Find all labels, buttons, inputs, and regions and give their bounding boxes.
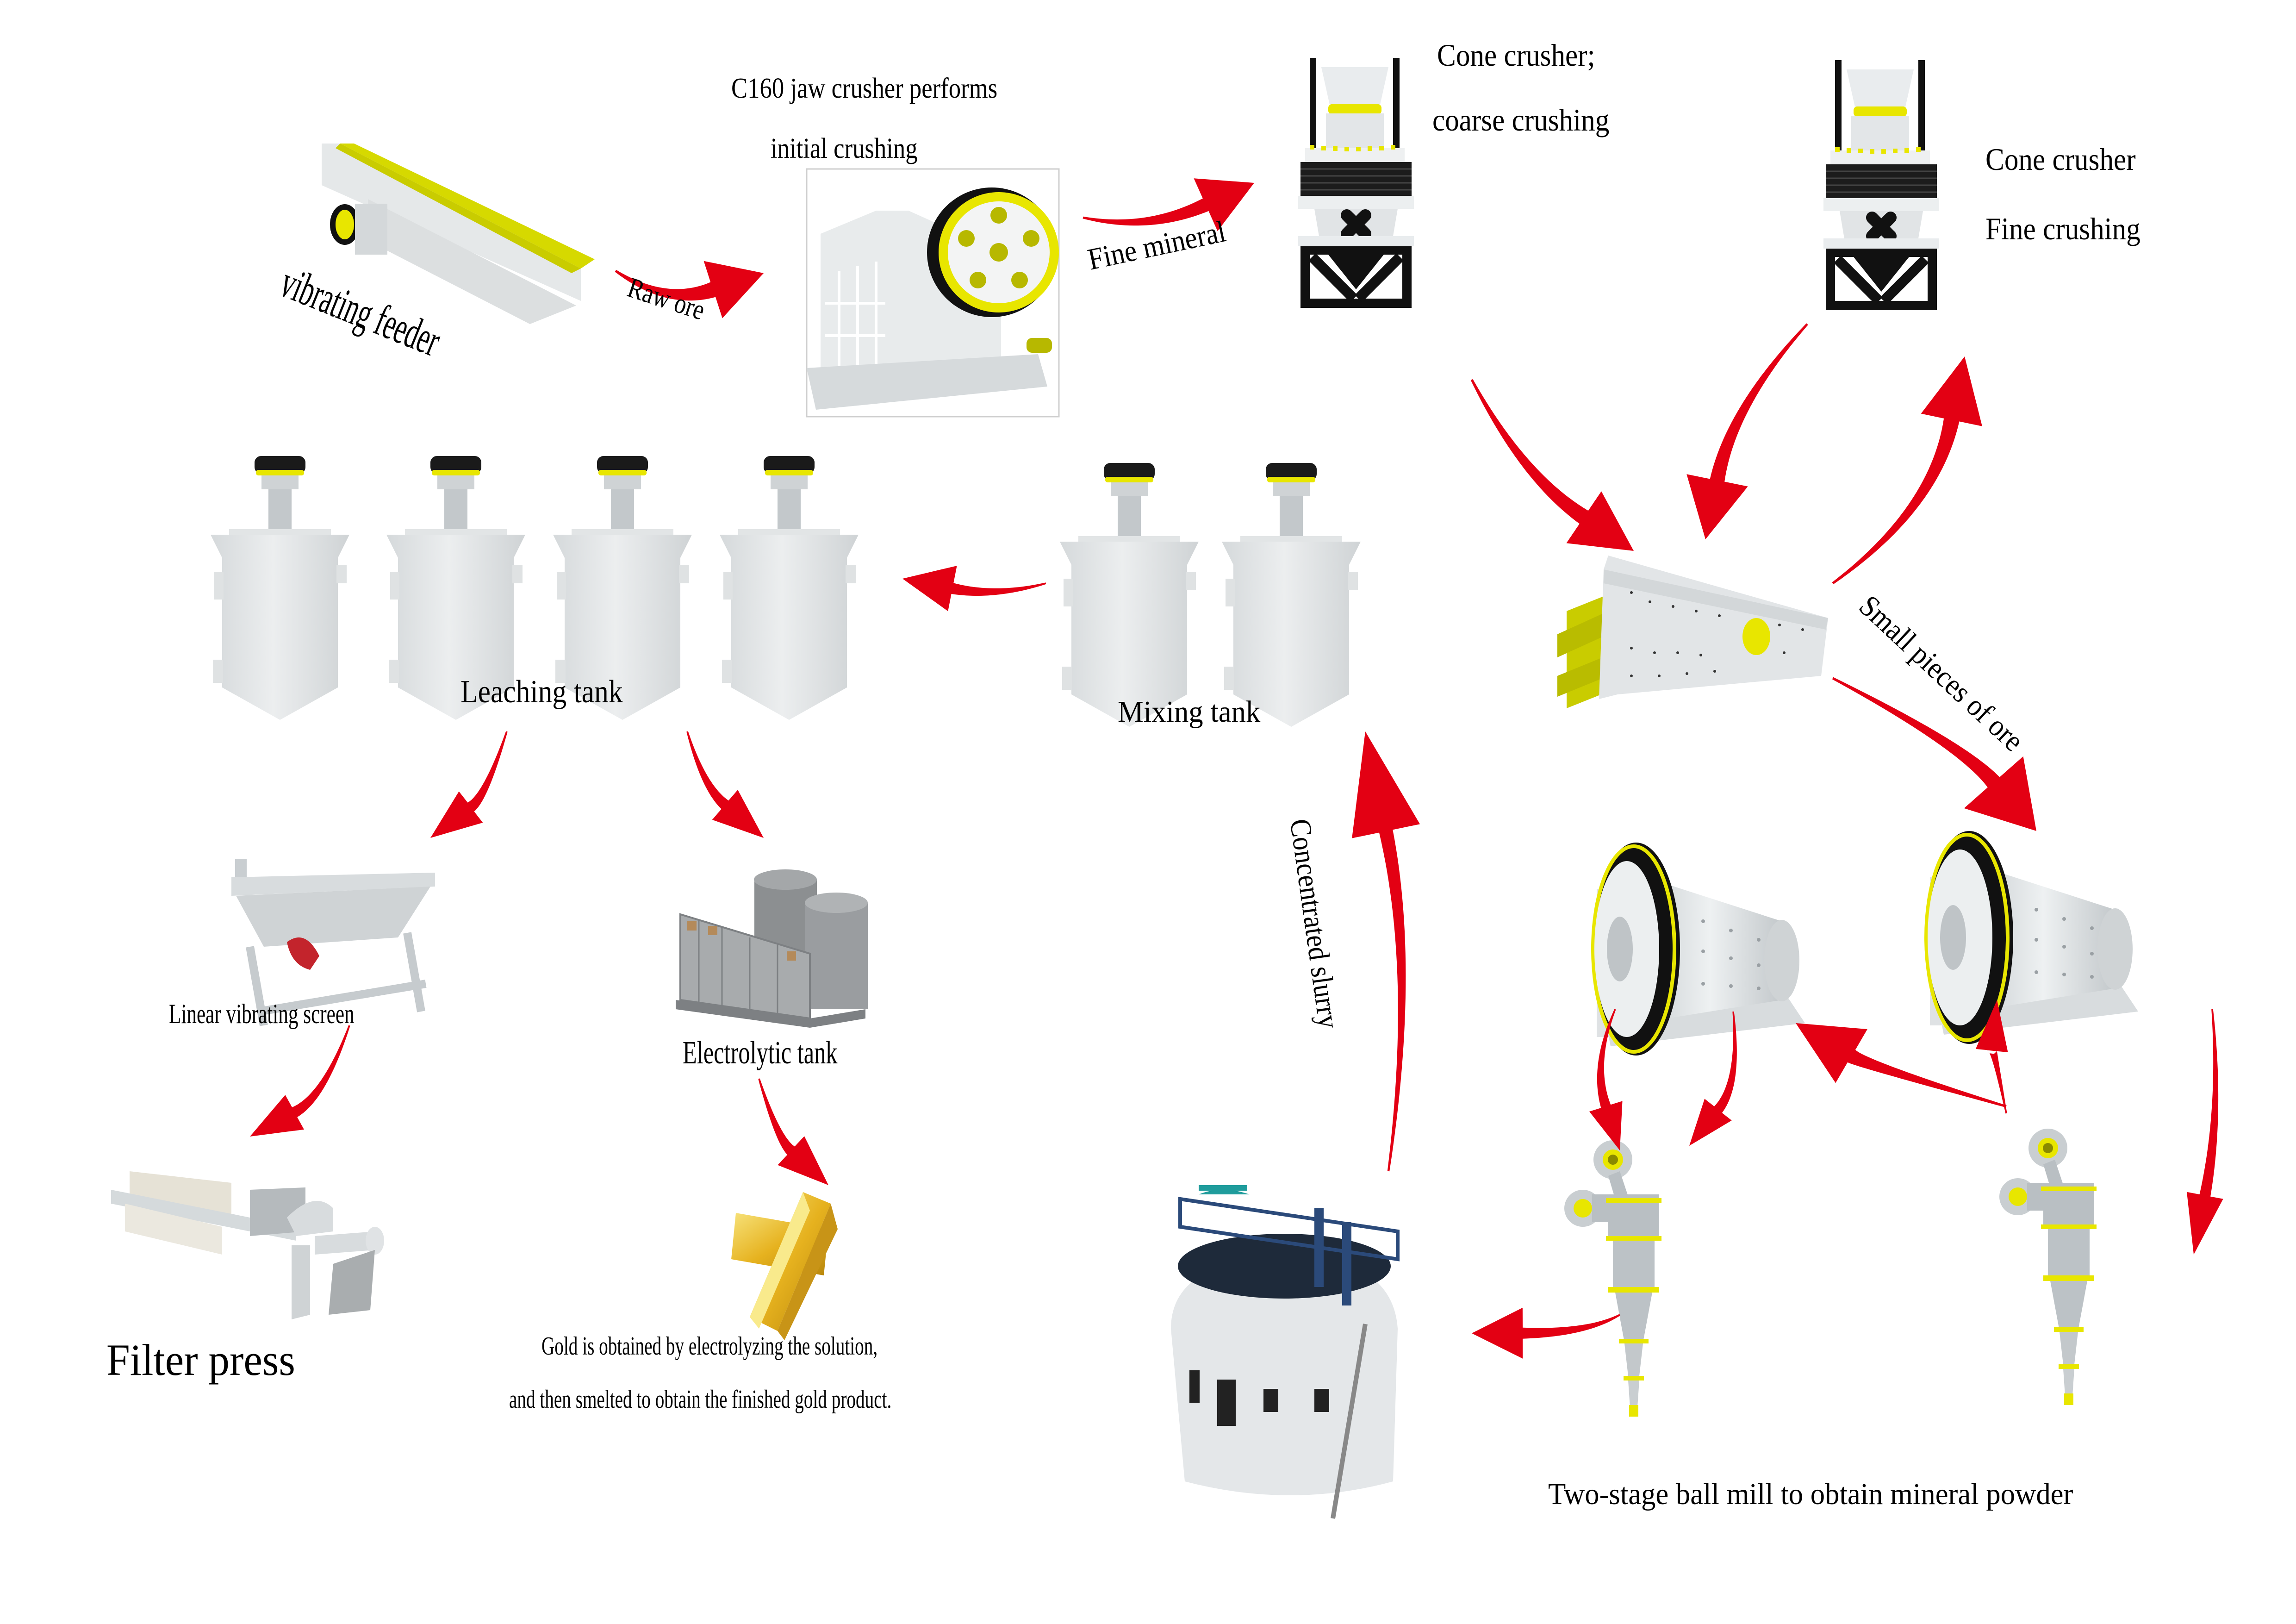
arrow-cone-fine-to-screen bbox=[1686, 323, 1808, 539]
arrow-electrolytic-to-gold bbox=[758, 1078, 828, 1185]
leaching-tank-1 bbox=[211, 456, 349, 720]
leaching-tank-4 bbox=[720, 456, 859, 720]
ball-mill-2 bbox=[1925, 831, 2138, 1044]
hydrocyclone-1 bbox=[1564, 1140, 1661, 1417]
thickener bbox=[1171, 1185, 1400, 1519]
label-linear-vibrating-screen: Linear vibrating screen bbox=[169, 999, 355, 1029]
arrow-screen-to-ball-mill bbox=[1832, 677, 2036, 831]
label-cone-crusher-coarse-line2: coarse crushing bbox=[1432, 102, 1610, 137]
electrolytic-tank bbox=[676, 869, 868, 1028]
arrow-cyclone2-to-mill2 bbox=[1975, 1000, 2008, 1114]
circular-vibrating-screen bbox=[1557, 556, 1828, 708]
arrow-feeder-to-jaw bbox=[615, 261, 764, 319]
linear-vibrating-screen bbox=[231, 859, 435, 1026]
arrow-mill1-to-cyclone1-b bbox=[1689, 1011, 1737, 1146]
arrow-mill1-to-cyclone1-a bbox=[1589, 1009, 1623, 1150]
arrow-screen-to-cone-fine bbox=[1832, 356, 1982, 585]
label-electrolytic-tank: Electrolytic tank bbox=[683, 1035, 838, 1071]
label-cone-crusher-fine-line2: Fine crushing bbox=[1985, 211, 2140, 246]
label-cone-crusher-fine-line1: Cone crusher bbox=[1985, 142, 2136, 177]
arrow-thickener-to-mixing bbox=[1352, 731, 1420, 1172]
arrow-mill2-to-cyclone2 bbox=[2187, 1009, 2223, 1255]
arrow-cone-coarse-to-screen bbox=[1470, 379, 1634, 551]
label-leaching-tank: Leaching tank bbox=[460, 674, 623, 710]
mixing-tank-2 bbox=[1222, 463, 1361, 727]
flow-arrows bbox=[250, 178, 2223, 1359]
vibrating-feeder bbox=[322, 144, 595, 324]
label-jaw-crusher-line1: C160 jaw crusher performs bbox=[731, 73, 998, 104]
arrow-cyclone1-to-thickener bbox=[1472, 1307, 1620, 1359]
arrow-linear-screen-to-filter bbox=[250, 1025, 350, 1137]
label-gold-line2: and then smelted to obtain the finished … bbox=[509, 1385, 892, 1414]
label-mixing-tank: Mixing tank bbox=[1118, 695, 1261, 729]
arrow-jaw-to-cone-coarse bbox=[1083, 178, 1254, 231]
hydrocyclone-2 bbox=[1999, 1129, 2097, 1405]
arrow-leaching-to-linear-screen bbox=[430, 731, 508, 838]
jaw-crusher bbox=[806, 168, 1060, 418]
mixing-tank-1 bbox=[1060, 463, 1199, 727]
ball-mill-1 bbox=[1592, 843, 1805, 1056]
cone-crusher-coarse bbox=[1298, 58, 1414, 308]
filter-press bbox=[111, 1171, 384, 1319]
label-filter-press: Filter press bbox=[106, 1335, 295, 1385]
arrow-mixing-to-leaching bbox=[902, 566, 1046, 612]
label-jaw-crusher-line2: initial crushing bbox=[771, 133, 918, 164]
label-two-stage-ball-mill: Two-stage ball mill to obtain mineral po… bbox=[1548, 1477, 2073, 1511]
arrow-cyclone2-to-mill1 bbox=[1796, 1023, 2007, 1108]
arrow-leaching-to-electrolytic bbox=[686, 731, 764, 838]
label-gold-line1: Gold is obtained by electrolyzing the so… bbox=[541, 1332, 878, 1361]
label-cone-crusher-coarse-line1: Cone crusher; bbox=[1437, 37, 1595, 73]
gold-bars bbox=[731, 1192, 838, 1340]
cone-crusher-fine bbox=[1823, 60, 1939, 310]
mixing-tanks bbox=[1060, 463, 1361, 727]
